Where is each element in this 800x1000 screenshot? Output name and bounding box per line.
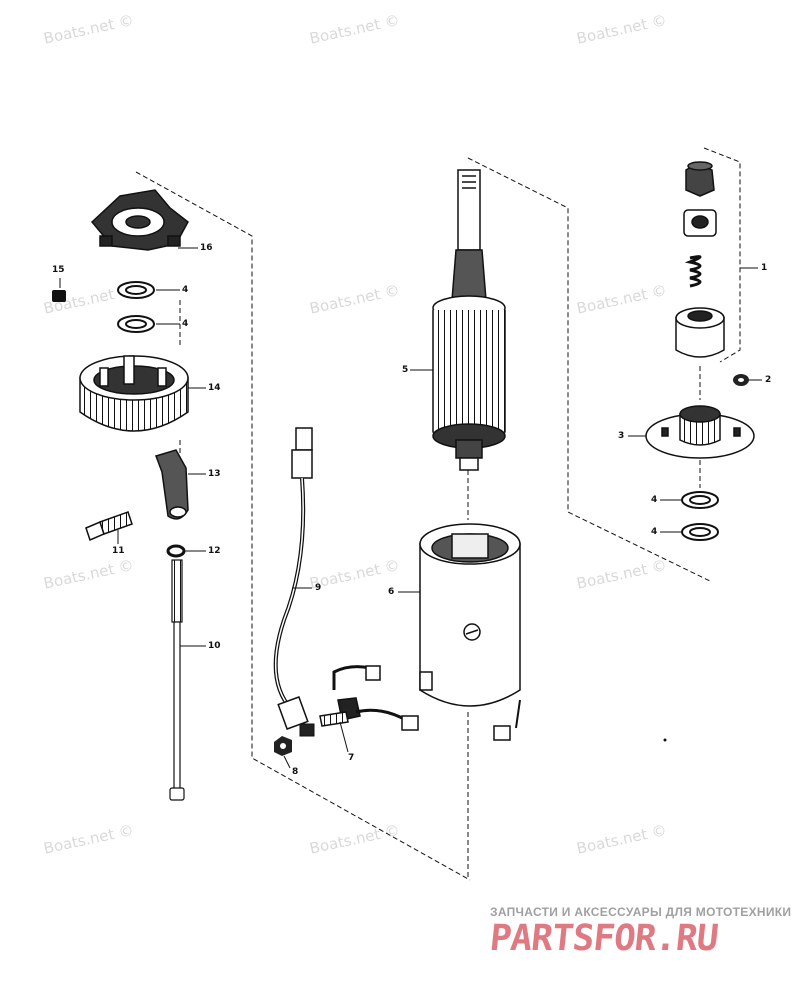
callout-10: 10	[208, 641, 221, 651]
part-8-nut	[274, 736, 292, 756]
callout-9: 9	[315, 583, 322, 593]
part-9-cable	[273, 427, 315, 737]
part-3-end-cap	[645, 405, 755, 459]
part-16-end-plate	[90, 189, 189, 251]
callout-6: 6	[388, 587, 395, 597]
callout-14: 14	[208, 383, 221, 393]
part-4-washer	[681, 491, 719, 541]
part-2-nut	[733, 374, 749, 386]
part-14-housing	[79, 355, 189, 432]
part-10-through-bolt	[169, 559, 185, 801]
callout-4: 4	[651, 495, 658, 505]
part-13-bracket	[155, 449, 189, 520]
callout-5: 5	[402, 365, 409, 375]
speck	[663, 738, 667, 742]
callout-13: 13	[208, 469, 221, 479]
part-1-drive-assembly	[675, 161, 725, 358]
part-4-washer	[117, 281, 155, 333]
callout-leaders	[59, 247, 762, 769]
callout-8: 8	[292, 767, 299, 777]
callout-15: 15	[52, 265, 65, 275]
assembly-guide-lines	[135, 147, 741, 881]
callout-2: 2	[765, 375, 772, 385]
part-5-armature	[432, 169, 506, 471]
callout-4: 4	[182, 319, 189, 329]
callout-1: 1	[761, 263, 768, 273]
part-11-bolt	[85, 511, 133, 542]
callout-11: 11	[112, 546, 125, 556]
part-15-nut	[52, 290, 66, 302]
part-12-lock-washer	[166, 544, 186, 558]
part-7-brush-holder	[319, 665, 419, 731]
callout-4: 4	[651, 527, 658, 537]
brand-logo: PARTSFOR.RU	[487, 918, 720, 959]
callout-4: 4	[182, 285, 189, 295]
callout-3: 3	[618, 431, 625, 441]
part-6-frame-housing	[419, 523, 521, 741]
callout-16: 16	[200, 243, 213, 253]
callout-7: 7	[348, 753, 355, 763]
brand-subtitle: ЗАПЧАСТИ И АКСЕССУАРЫ ДЛЯ МОТОТЕХНИКИ	[490, 905, 792, 919]
callout-12: 12	[208, 546, 221, 556]
